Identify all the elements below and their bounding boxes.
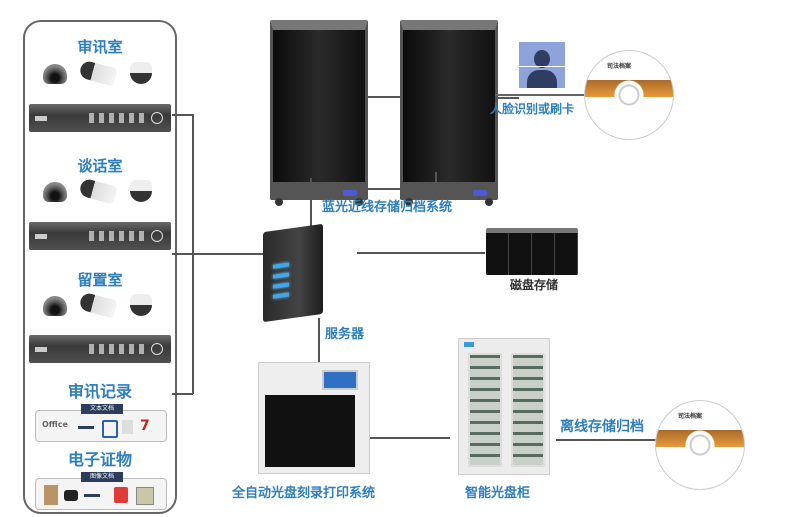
- connector-line: [310, 178, 312, 230]
- ptz-camera-icon: [130, 180, 152, 202]
- disc-archive-icon: 司法档案: [584, 50, 674, 140]
- bluray-system-label: 蓝光近线存储归档系统: [322, 200, 453, 215]
- dvr-recorder-icon: [29, 104, 171, 132]
- disc-archive-icon: 司法档案: [655, 400, 745, 490]
- offline-archive-label: 离线存储归档: [560, 419, 644, 435]
- room-title-detention: 留置室: [77, 271, 123, 289]
- disc-label: 司法档案: [607, 63, 632, 70]
- connector-line: [172, 253, 264, 255]
- records-doc-box: 文本文档 Office 7: [35, 404, 167, 442]
- evidence-title: 电子证物: [67, 450, 132, 469]
- disk-storage-label: 磁盘存储: [510, 278, 559, 292]
- connector-line: [172, 114, 193, 116]
- source-rooms-panel: 审讯室 谈话室 留置室 审讯记录 文本文档 Office 7 电子证物 图像文档: [23, 20, 177, 514]
- bullet-camera-icon: [78, 59, 118, 87]
- disk-storage-icon: [486, 228, 578, 275]
- burner-label: 全自动光盘刻录打印系统: [232, 486, 376, 501]
- room-title-interrogation: 审讯室: [77, 38, 123, 56]
- pdf-icon: 7: [140, 418, 150, 434]
- connector-line: [495, 97, 519, 99]
- server-label: 服务器: [325, 327, 365, 342]
- dvr-recorder-icon: [29, 335, 171, 363]
- connector-line: [310, 188, 437, 190]
- connector-line: [556, 439, 656, 441]
- bluray-rack-2-icon: [400, 20, 498, 206]
- room-title-talk: 谈话室: [77, 157, 123, 175]
- arrow-dash: [84, 494, 100, 497]
- connector-line: [365, 96, 400, 98]
- ptz-camera-icon: [130, 62, 152, 84]
- camera-icon: [64, 490, 78, 501]
- dome-camera-icon: [43, 296, 67, 316]
- word-doc-icon: [102, 420, 118, 438]
- disc-label: 司法档案: [678, 413, 703, 420]
- disc-cabinet-icon: [458, 338, 550, 475]
- disc-cabinet-label: 智能光盘柜: [465, 486, 531, 501]
- connector-line: [318, 318, 320, 363]
- connector-line: [435, 172, 437, 190]
- document-scan-icon: [44, 485, 58, 505]
- dome-camera-icon: [43, 64, 67, 84]
- bluray-rack-1-icon: [270, 20, 368, 206]
- text-file-icon: [122, 420, 133, 434]
- dome-camera-icon: [43, 182, 67, 202]
- face-recognition-label: 人脸识别或刷卡: [490, 102, 575, 116]
- connector-line: [357, 252, 485, 254]
- jpeg-image-icon: [136, 487, 154, 505]
- bullet-camera-icon: [78, 177, 118, 205]
- connector-line: [495, 94, 590, 96]
- dvr-recorder-icon: [29, 222, 171, 250]
- arrow-dash: [78, 426, 94, 429]
- pdf-file-icon: [114, 487, 128, 503]
- records-title: 审讯记录: [67, 382, 132, 401]
- connector-line: [172, 393, 193, 395]
- evidence-doc-box: 图像文档: [35, 472, 167, 510]
- ptz-camera-icon: [130, 294, 152, 316]
- connector-line: [370, 437, 450, 439]
- server-icon: [263, 223, 323, 323]
- office-icon: Office: [42, 420, 68, 429]
- evidence-tag: 图像文档: [81, 472, 123, 482]
- face-recognition-icon: [519, 42, 565, 88]
- disc-burner-icon: [258, 362, 370, 474]
- bullet-camera-icon: [78, 291, 118, 319]
- records-tag: 文本文档: [81, 404, 123, 414]
